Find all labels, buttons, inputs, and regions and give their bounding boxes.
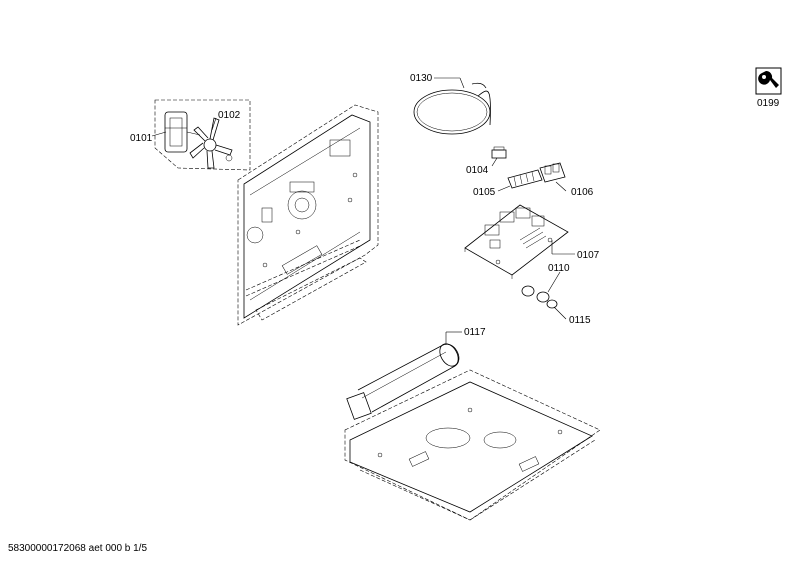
fan-wheel xyxy=(189,117,233,169)
callout-0107: 0107 xyxy=(577,250,600,261)
callout-0102: 0102 xyxy=(218,110,241,121)
callout-0105: 0105 xyxy=(473,187,496,198)
switch-0115 xyxy=(546,299,558,309)
terminal-block-0105 xyxy=(507,169,543,189)
switch-0110 xyxy=(521,285,550,303)
base-plate xyxy=(344,369,601,521)
callout-0101: 0101 xyxy=(130,133,153,144)
drawing-reference: 58300000172068 aet 000 b 1/5 xyxy=(8,543,148,554)
cable xyxy=(413,82,491,135)
heating-tube xyxy=(346,343,460,420)
callout-0130: 0130 xyxy=(410,73,433,84)
circuit-board xyxy=(464,204,569,279)
callout-0104: 0104 xyxy=(466,165,489,176)
terminal-block-0106 xyxy=(539,162,566,183)
callout-labels: 0101 0102 0130 0104 0105 0106 0107 0110 … xyxy=(130,73,780,338)
callout-0106: 0106 xyxy=(571,187,594,198)
callout-0199: 0199 xyxy=(757,98,780,109)
callout-0110: 0110 xyxy=(548,263,570,274)
wrench-icon xyxy=(755,67,782,95)
back-panel xyxy=(237,104,379,326)
callout-0115: 0115 xyxy=(569,315,591,326)
connector-0104 xyxy=(491,146,507,159)
leader-lines xyxy=(151,77,575,345)
callout-0117: 0117 xyxy=(464,327,486,338)
